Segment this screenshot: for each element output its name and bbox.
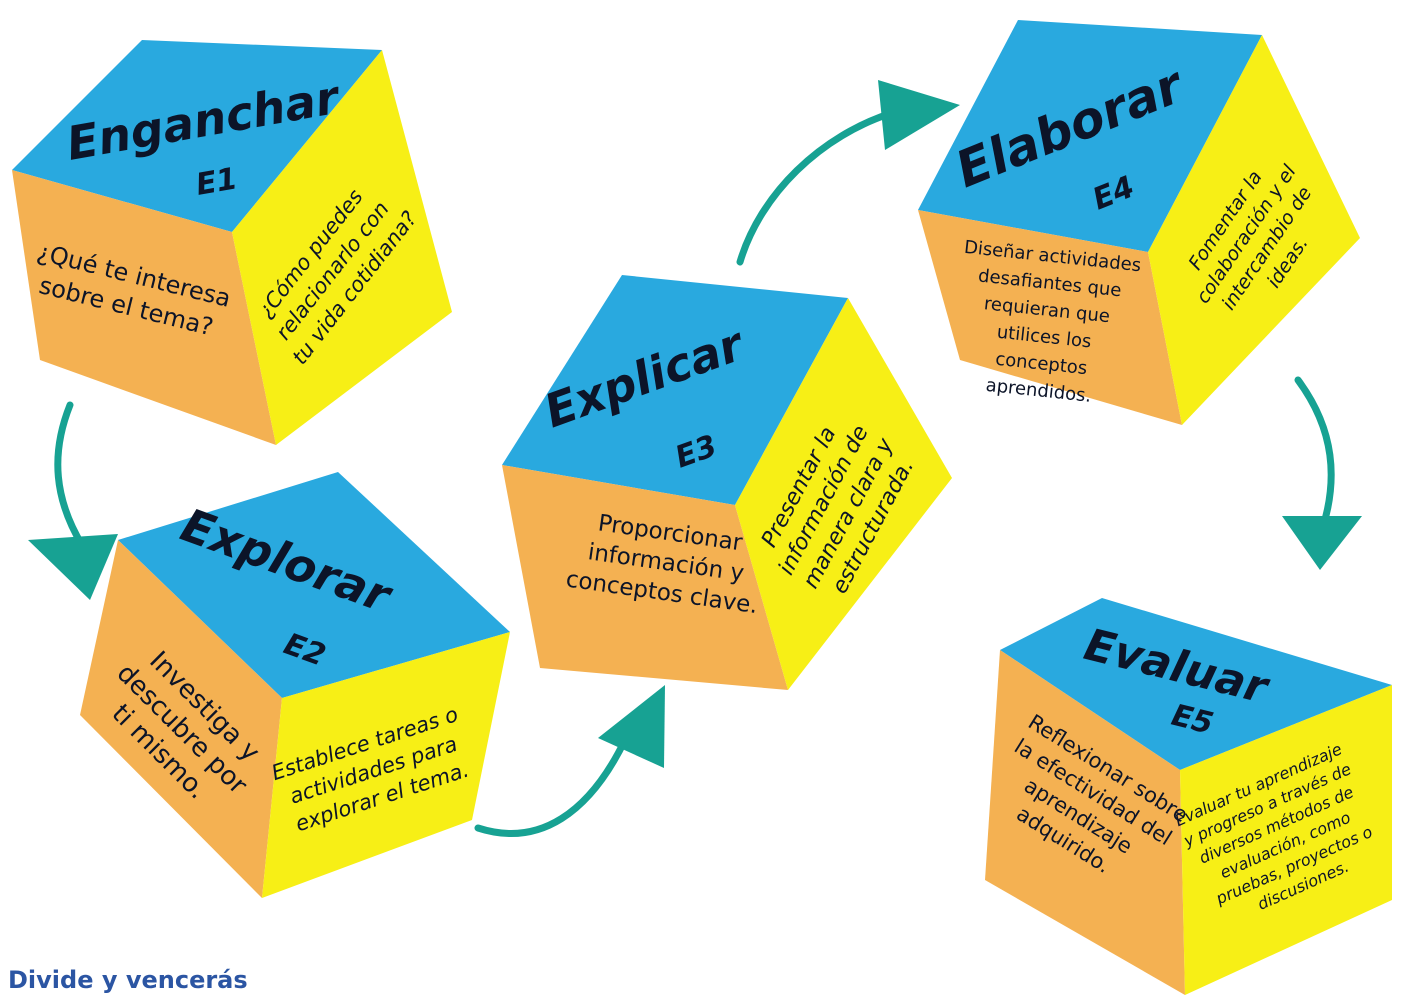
cube-front-face <box>80 540 282 898</box>
cube-side-face <box>262 632 510 898</box>
arrow-e3-to-e4 <box>736 80 960 266</box>
cube-top-face <box>502 275 848 505</box>
cube-top-face <box>12 40 382 232</box>
arrow-e2-to-e3 <box>474 685 665 837</box>
cube-explicar: Explicar E3 Proporcionar información y c… <box>502 275 952 690</box>
cube-side-face <box>735 298 952 690</box>
cube-side-face <box>1148 35 1360 425</box>
cube-front-face <box>985 650 1185 995</box>
cube-explorar: Explorar E2 Investiga y descubre por ti … <box>80 472 510 898</box>
cube-front-face <box>918 210 1182 425</box>
arrow-e4-to-e5 <box>1282 376 1362 570</box>
cube-side-face <box>1180 685 1392 995</box>
cube-top-face <box>1000 598 1392 770</box>
cube-evaluar: Evaluar E5 Reflexionar sobre la efectivi… <box>985 598 1392 995</box>
cube-front-face <box>502 465 788 690</box>
cube-top-face <box>918 20 1262 252</box>
cube-front-face <box>12 170 276 445</box>
footer-title: Divide y vencerás <box>8 966 248 994</box>
cube-enganchar: Enganchar E1 ¿Qué te interesa sobre el t… <box>12 40 452 445</box>
cube-side-face <box>232 50 452 445</box>
cube-elaborar: Elaborar E4 Diseñar actividades desafian… <box>918 20 1360 425</box>
stage-code: E1 <box>193 161 240 203</box>
cube-top-face <box>118 472 510 698</box>
arrow-e1-to-e2 <box>28 401 118 600</box>
